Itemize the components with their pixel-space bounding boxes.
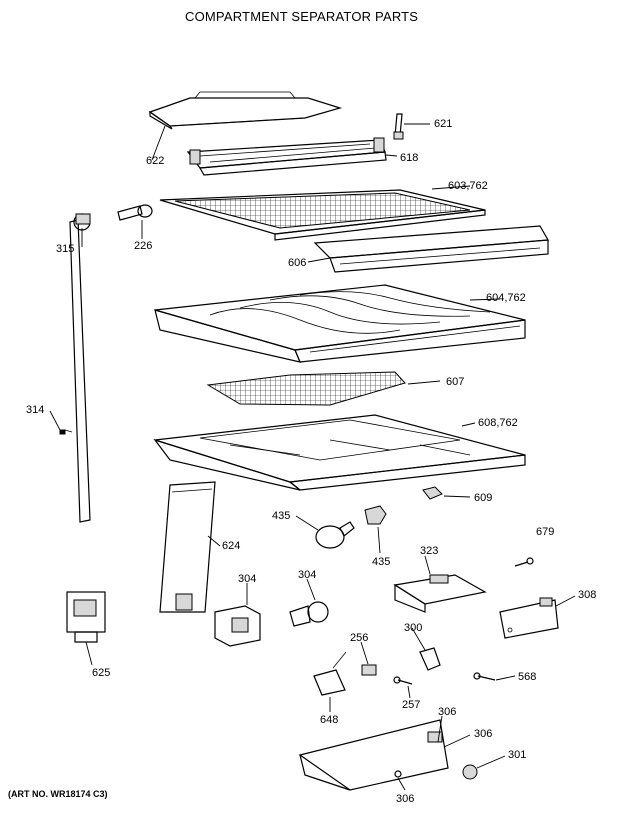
- part-648-thermostat: [313, 651, 347, 696]
- callout-568: 568: [518, 671, 536, 683]
- leader-lines: [49, 123, 576, 791]
- callout-300: 300: [404, 622, 422, 634]
- callout-304-knob: 304: [298, 569, 316, 581]
- callout-435-socket: 435: [372, 556, 390, 568]
- callout-306-top: 306: [438, 706, 456, 718]
- part-306-housing: [298, 719, 449, 791]
- callout-624: 624: [222, 540, 240, 552]
- part-435-socket: [364, 505, 387, 525]
- callout-648: 648: [320, 714, 338, 726]
- part-609-clip: [422, 486, 443, 500]
- callout-606: 606: [288, 257, 306, 269]
- callout-257: 257: [402, 699, 420, 711]
- art-number: (ART NO. WR18174 C3): [8, 789, 108, 799]
- callout-226: 226: [134, 240, 152, 252]
- callout-621: 621: [434, 118, 452, 130]
- callout-306-right: 306: [474, 728, 492, 740]
- part-568-screw: [473, 672, 496, 681]
- part-625-box: [66, 591, 106, 643]
- part-607-mesh: [206, 371, 406, 406]
- callout-679: 679: [536, 526, 554, 538]
- part-226-pin: [117, 204, 153, 221]
- part-604-divider: [154, 284, 526, 363]
- part-301-knob: [462, 764, 478, 780]
- part-315-314-rod: [59, 213, 91, 523]
- callout-607: 607: [446, 376, 464, 388]
- diagram-title: COMPARTMENT SEPARATOR PARTS: [185, 9, 418, 24]
- part-624-shield: [159, 481, 216, 613]
- callout-306-bottom: 306: [396, 793, 414, 805]
- part-304-housing: [214, 605, 261, 647]
- part-608-pan: [153, 414, 526, 491]
- part-304-knob: [289, 601, 329, 627]
- callout-304-housing: 304: [238, 573, 256, 585]
- part-618-damper-assembly: [186, 137, 387, 176]
- part-256-switch: [361, 664, 377, 676]
- part-323-bracket: [393, 574, 487, 613]
- callout-622: 622: [146, 155, 164, 167]
- callout-256: 256: [350, 632, 368, 644]
- callout-603-762: 603,762: [448, 180, 488, 192]
- callout-609: 609: [474, 492, 492, 504]
- callout-308: 308: [578, 589, 596, 601]
- part-308-plate: [499, 597, 559, 639]
- callout-618: 618: [400, 152, 418, 164]
- callout-604-762: 604,762: [486, 292, 526, 304]
- part-621-clip: [393, 113, 404, 140]
- part-606-channel: [313, 225, 549, 273]
- part-435-light-bulb: [315, 521, 355, 549]
- part-679-screw: [514, 557, 534, 567]
- callout-435-bulb: 435: [272, 510, 290, 522]
- callout-301: 301: [508, 749, 526, 761]
- part-603-shelf-grid: [159, 189, 486, 241]
- part-622-top-cover: [148, 91, 343, 130]
- part-257-screw: [393, 676, 413, 685]
- callout-625: 625: [92, 667, 110, 679]
- callout-608-762: 608,762: [478, 417, 518, 429]
- part-300-control: [419, 647, 441, 671]
- callout-315: 315: [56, 243, 74, 255]
- callout-314: 314: [26, 404, 44, 416]
- callout-323: 323: [420, 545, 438, 557]
